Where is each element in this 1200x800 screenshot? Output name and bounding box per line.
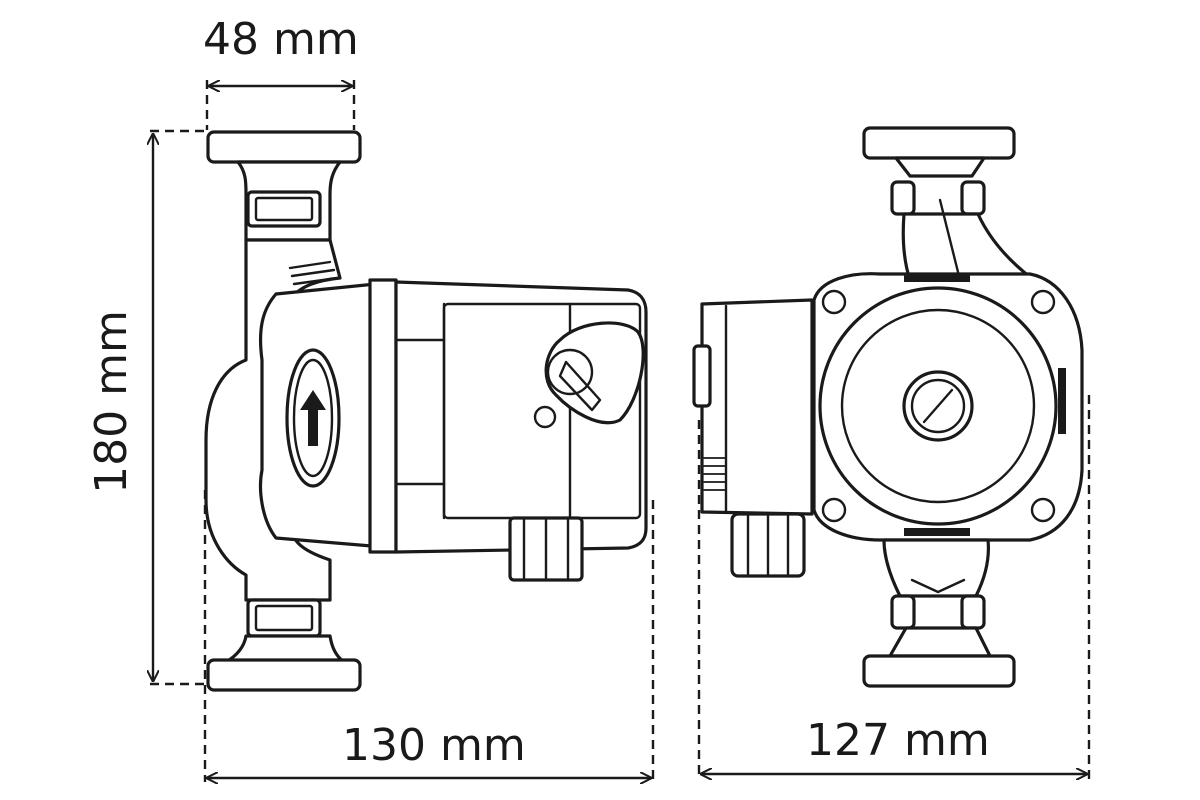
- bottom-neck: [224, 634, 346, 664]
- front-vent-slots: [703, 457, 727, 491]
- bolt-bottom-left-icon: [821, 497, 847, 523]
- knob-pointer: [558, 360, 602, 412]
- front-terminal-box: [700, 298, 814, 516]
- front-top-bolt-left: [890, 180, 916, 216]
- fins-right: [1058, 368, 1066, 434]
- front-lower-chevron: [910, 578, 966, 594]
- bottom-nut-inner: [254, 604, 314, 632]
- top-nut-inner: [254, 196, 314, 222]
- front-pipe-edge: [938, 198, 962, 282]
- bolt-top-left-icon: [821, 289, 847, 315]
- top-nut: [246, 190, 322, 228]
- fins-bottom: [904, 528, 970, 536]
- front-top-neck: [894, 156, 986, 178]
- mount-plate: [368, 278, 398, 554]
- front-bottom-bolt-right: [960, 594, 986, 630]
- bolt-bottom-right-icon: [1030, 497, 1056, 523]
- front-top-flange: [862, 126, 1016, 160]
- dim-label-side-length: 130 mm: [342, 720, 526, 771]
- front-upper-pipe: [901, 212, 1036, 282]
- pump-side-view: [204, 130, 648, 692]
- bottom-flange: [206, 658, 362, 692]
- front-bottom-bolt-left: [890, 594, 916, 630]
- dim-label-front-width: 127 mm: [806, 715, 990, 766]
- flow-arrow-icon: [300, 390, 326, 446]
- front-switch: [692, 344, 712, 408]
- front-bottom-neck: [888, 626, 992, 658]
- flow-oval-inner: [292, 358, 334, 478]
- dim-label-flange-width: 48 mm: [203, 14, 359, 65]
- front-lower-pipe: [882, 538, 990, 598]
- pump-front-view: [692, 126, 1084, 688]
- vent-screw-inner: [910, 378, 966, 434]
- dimension-lines: [150, 80, 1091, 782]
- front-bottom-flange: [862, 654, 1016, 688]
- vent-screw-slot: [922, 388, 954, 424]
- speed-selector-knob-icon: [544, 321, 645, 425]
- housing-fins: [288, 260, 340, 286]
- motor-head-inner: [840, 308, 1036, 504]
- indicator-light-icon: [533, 405, 557, 429]
- front-top-bolt-right: [960, 180, 986, 216]
- dim-label-height: 180 mm: [86, 310, 137, 494]
- bolt-top-right-icon: [1030, 289, 1056, 315]
- top-flange: [206, 130, 362, 164]
- fins-top: [904, 274, 970, 282]
- knob-center: [546, 348, 594, 396]
